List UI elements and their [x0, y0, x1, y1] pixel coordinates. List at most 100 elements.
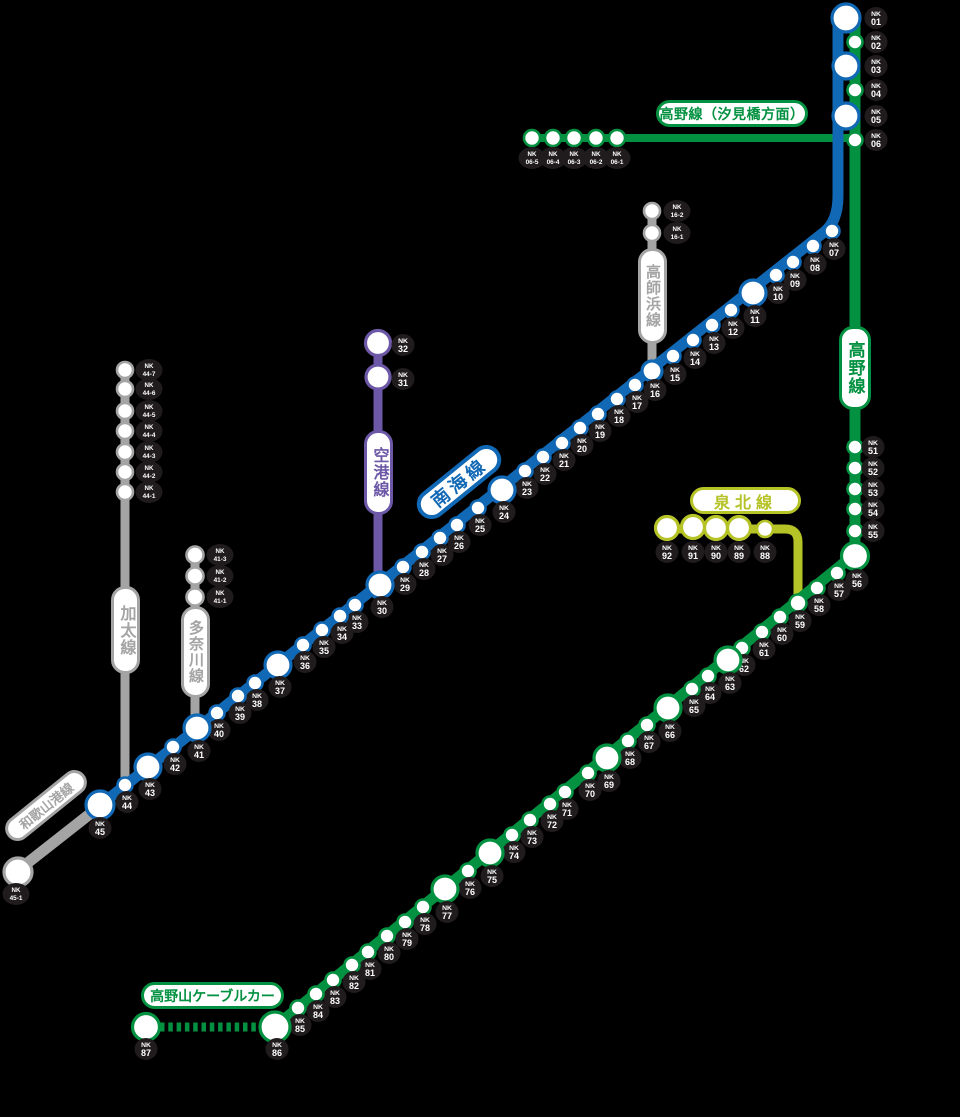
- badge-circle: [430, 544, 454, 566]
- badge-prefix: NK: [437, 548, 447, 555]
- station-dot: [556, 783, 574, 801]
- badge-circle: [206, 565, 234, 587]
- station-dot: [626, 376, 644, 394]
- badge-number: 69: [604, 780, 614, 790]
- station-dot: [208, 704, 226, 722]
- badge-number: 66: [665, 730, 675, 740]
- badge-prefix: NK: [300, 655, 310, 662]
- badge-prefix: NK: [402, 932, 412, 939]
- badge-number: 05: [871, 115, 881, 125]
- badge-number: 87: [141, 1048, 151, 1058]
- station-dot: [839, 540, 871, 572]
- badge-circle: [413, 913, 437, 935]
- station-dot: [846, 131, 864, 149]
- station-dot: [846, 480, 864, 498]
- badge-circle: [502, 841, 526, 863]
- station-dot: [115, 462, 135, 482]
- badge-number: 92: [662, 551, 672, 561]
- badge-circle: [412, 558, 436, 580]
- badge-prefix: NK: [795, 614, 805, 621]
- station-dot: [130, 1011, 162, 1043]
- station-dot: [713, 645, 743, 675]
- badge-circle: [206, 586, 234, 608]
- badge-prefix: NK: [670, 367, 680, 374]
- badge-circle: [342, 971, 366, 993]
- badge-circle: [861, 436, 885, 458]
- badge-prefix: NK: [398, 372, 408, 379]
- badge-circle: [330, 622, 354, 644]
- badge-prefix: NK: [868, 461, 878, 468]
- badge-prefix: NK: [527, 830, 537, 837]
- badge-number: 44-6: [143, 390, 156, 397]
- station-dot: [642, 201, 662, 221]
- station-dot: [133, 752, 163, 782]
- badge-prefix: NK: [540, 467, 550, 474]
- badge-circle: [135, 420, 163, 442]
- station-dot: [541, 795, 559, 813]
- badge-prefix: NK: [871, 83, 881, 90]
- badge-circle: [393, 573, 417, 595]
- badge-prefix: NK: [170, 757, 180, 764]
- station-dot: [684, 331, 702, 349]
- badge-number: 65: [689, 705, 699, 715]
- badge-prefix: NK: [275, 680, 285, 687]
- badge-prefix: NK: [625, 751, 635, 758]
- badge-prefix: NK: [868, 482, 878, 489]
- badge-number: 04: [871, 89, 881, 99]
- badge-circle: [323, 986, 347, 1008]
- station-dot: [846, 33, 864, 51]
- badge-number: 91: [688, 551, 698, 561]
- badge-prefix: NK: [377, 600, 387, 607]
- badge-number: 40: [214, 729, 224, 739]
- badge-number: 44-4: [143, 432, 156, 439]
- station-dot: [755, 519, 775, 539]
- badge-prefix: NK: [145, 363, 154, 370]
- badge-number: 43: [145, 788, 155, 798]
- badge-number: 06-2: [590, 159, 603, 166]
- badge-number: 16-1: [671, 234, 684, 241]
- badge-prefix: NK: [614, 409, 624, 416]
- badge-circle: [578, 779, 602, 801]
- station-dot: [185, 587, 205, 607]
- station-dot: [331, 607, 349, 625]
- badge-circle: [552, 449, 576, 471]
- station-dot: [738, 278, 768, 308]
- badge-prefix: NK: [145, 382, 154, 389]
- badge-number: 17: [632, 401, 642, 411]
- badge-number: 67: [644, 741, 654, 751]
